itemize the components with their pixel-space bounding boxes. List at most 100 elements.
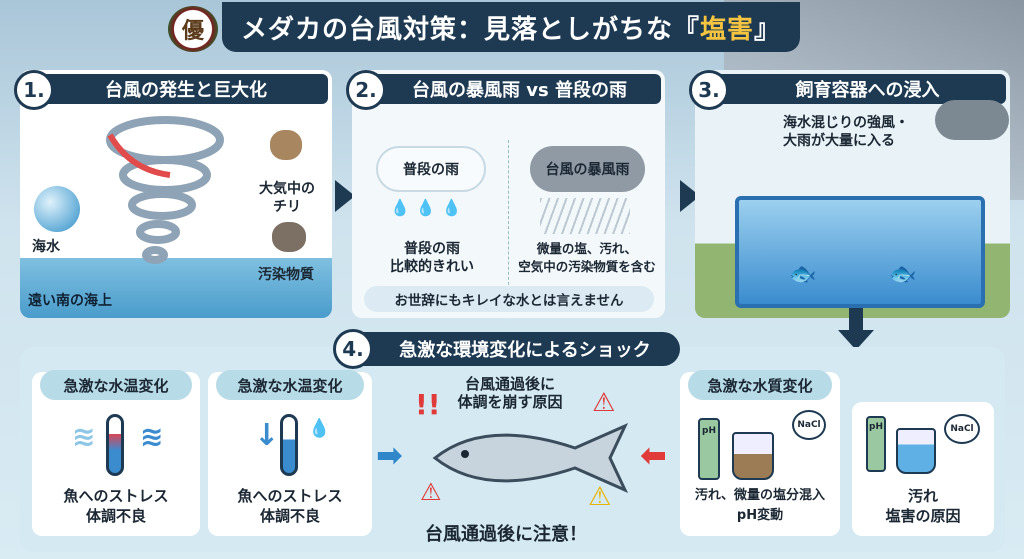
note-banner: お世辞にもキレイな水とは言えません (364, 286, 654, 312)
fish-icon: 🐟 (789, 262, 817, 287)
arrow-left-red-icon: ⬅ (640, 436, 667, 474)
arrow-right-blue-icon: ➡ (376, 436, 403, 474)
center-cause-text: 台風通過後に体調を崩す原因 (450, 375, 570, 411)
storm-desc-line1: 微量の塩、汚れ、 (536, 241, 638, 256)
card-tag: 急激な水質変化 (688, 370, 832, 400)
card-line2: 体調不良 (259, 507, 320, 525)
step-number-1: 1. (14, 70, 54, 110)
card-temperature-change: 急激な水温変化 ≋ ≋ 魚へのストレス体調不良 (32, 370, 200, 536)
title-suffix: 』 (754, 14, 782, 45)
card-text: 魚へのストレス体調不良 (32, 486, 200, 526)
water-drops-icon: 💧 (308, 418, 331, 439)
panel-rain-comparison: 台風の暴風雨 vs 普段の雨 普段の雨 台風の暴風雨 💧💧💧 普段の雨比較的きれ… (352, 70, 665, 318)
step-number-4: 4. (333, 329, 373, 369)
card-line1: 汚れ (907, 487, 938, 505)
arrow-down-icon: ↓ (254, 418, 280, 453)
normal-cloud-label: 普段の雨 (403, 162, 459, 178)
logo: 優 (168, 6, 218, 52)
exclamation-icon: !! (415, 388, 441, 421)
storm-rain-cloud: 台風の暴風雨 (530, 146, 645, 192)
card-line1: 汚れ、微量の塩分混入 (694, 488, 826, 503)
ph-label: pH (869, 422, 883, 432)
flask-icon (896, 428, 936, 474)
heat-wave-icon: ≋ (140, 420, 164, 453)
storm-rain-debris-icon (540, 198, 630, 234)
arrow-right-icon (335, 180, 355, 212)
raindrops-icon: 💧💧💧 (390, 198, 468, 217)
heat-wave-icon: ≋ (72, 420, 96, 453)
panel-heading: 飼育容器への浸入 (795, 80, 940, 101)
ph-meter-icon: pH (866, 416, 886, 472)
panel-container-intrusion: 飼育容器への浸入 海水混じりの強風・大雨が大量に入る 🐟 🐟 (695, 70, 1010, 318)
intrusion-desc: 海水混じりの強風・大雨が大量に入る (783, 114, 909, 150)
nacl-label: NaCl (797, 420, 821, 430)
dust-icon (270, 130, 302, 160)
panel-header: 台風の暴風雨 vs 普段の雨 (356, 74, 661, 104)
panel-header: 急激な環境変化によるショック (340, 332, 680, 366)
intrusion-desc-line2: 大雨が大量に入る (783, 133, 895, 149)
card-water-quality-change: 急激な水質変化 pH NaCl 汚れ、微量の塩分混入 pH変動 (680, 370, 840, 536)
panel-header: 飼育容器への浸入 (699, 74, 1006, 104)
stressed-fish-icon (432, 423, 629, 493)
ph-meter-icon: pH (698, 418, 720, 480)
warning-icon: ⚠ (588, 482, 612, 512)
ph-label: pH (702, 426, 716, 436)
water-drop-icon (34, 186, 80, 232)
dust-line1: 大気中の (259, 181, 315, 197)
warning-icon: ⚠ (420, 478, 442, 506)
panel-heading: 急激な環境変化によるショック (399, 340, 651, 361)
sea-illustration (20, 258, 332, 318)
fish-icon: 🐟 (889, 262, 917, 287)
location-label: 遠い南の海上 (28, 293, 112, 309)
title-prefix: メダカの台風対策：見落としがちな『 (240, 14, 700, 45)
card-line1: 魚へのストレス (63, 487, 169, 505)
dust-label: 大気中のチリ (252, 180, 322, 216)
arrow-down-icon (838, 330, 874, 350)
center-top-line1: 台風通過後に (464, 375, 555, 393)
storm-rain-desc: 微量の塩、汚れ、空気中の汚染物質を含む (512, 240, 662, 276)
logo-text: 優 (181, 19, 204, 44)
nacl-bubble-icon: NaCl (944, 414, 980, 444)
container-icon: 🐟 🐟 (735, 196, 985, 308)
thermometer-icon (106, 414, 124, 476)
normal-rain-desc: 普段の雨比較的きれい (372, 240, 492, 276)
pollutants-label: 汚染物質 (258, 267, 314, 283)
seawater-label: 海水 (32, 239, 60, 255)
center-warning-text: 台風通過後に注意！ (425, 524, 587, 545)
tornado-icon (106, 116, 224, 264)
divider (508, 140, 509, 290)
flask-icon (732, 432, 774, 480)
thermometer-icon (280, 414, 298, 476)
card-line1: 魚へのストレス (237, 487, 343, 505)
normal-desc-line2: 比較的きれい (390, 259, 474, 275)
card-text: 汚れ、微量の塩分混入 pH変動 (680, 486, 840, 526)
nacl-label: NaCl (950, 424, 974, 434)
panel-heading: 台風の暴風雨 vs 普段の雨 (412, 80, 627, 101)
rain-cloud-icon (935, 100, 1009, 140)
arrow-down-shaft (849, 308, 863, 332)
note-text: お世辞にもキレイな水とは言えません (394, 293, 624, 309)
page-title: メダカの台風対策：見落としがちな『塩害』 (222, 2, 800, 52)
storm-cloud-label: 台風の暴風雨 (545, 162, 630, 178)
center-top-line2: 体調を崩す原因 (457, 393, 563, 411)
card-text: 魚へのストレス体調不良 (208, 486, 372, 526)
card-text: 汚れ塩害の原因 (852, 486, 994, 526)
normal-rain-cloud: 普段の雨 (376, 146, 486, 192)
pollutant-icon (272, 222, 306, 252)
title-highlight: 塩害 (699, 14, 754, 45)
nacl-bubble-icon: NaCl (792, 410, 826, 440)
normal-desc-line1: 普段の雨 (404, 241, 460, 257)
step-number-3: 3. (689, 70, 729, 110)
panel-typhoon-formation: 台風の発生と巨大化 海水 大気中のチリ 汚染物質 遠い南の海上 (20, 70, 332, 318)
card-tag: 急激な水温変化 (40, 370, 192, 400)
step-number-2: 2. (346, 70, 386, 110)
card-line2: 体調不良 (85, 507, 146, 525)
intrusion-desc-line1: 海水混じりの強風・ (783, 115, 909, 131)
warning-icon: ⚠ (592, 388, 616, 418)
panel-header: 台風の発生と巨大化 (24, 74, 328, 104)
panel-heading: 台風の発生と巨大化 (105, 80, 267, 101)
storm-desc-line2: 空気中の汚染物質を含む (518, 259, 656, 274)
card-line2: 塩害の原因 (885, 507, 961, 525)
card-line2: pH変動 (736, 508, 784, 523)
card-tag: 急激な水温変化 (216, 370, 364, 400)
